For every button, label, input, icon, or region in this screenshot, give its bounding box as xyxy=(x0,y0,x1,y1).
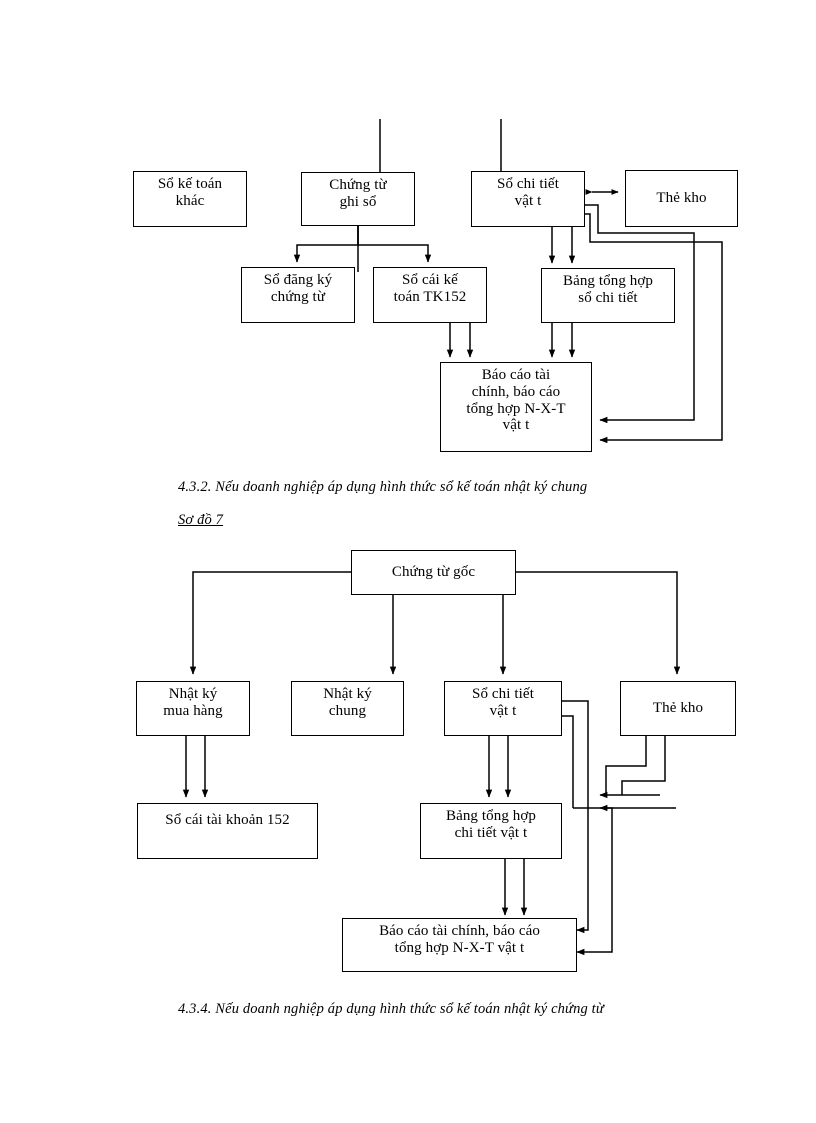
node-the-kho-1[interactable]: Thẻ kho xyxy=(625,170,738,227)
line-sct-right-2 xyxy=(562,715,574,808)
node-label: Sổ cái tài khoản 152 xyxy=(165,812,290,828)
node-the-kho-2[interactable]: Thẻ kho xyxy=(620,681,736,736)
feedback-loop-1 xyxy=(584,204,695,424)
node-label: Thẻ kho xyxy=(652,700,704,717)
arrow-ctg-to-the-kho xyxy=(516,571,681,675)
arrow-feedback-to-baocao-2 xyxy=(573,807,613,956)
caption-section-434: 4.3.4. Nếu doanh nghiệp áp dụng hình thứ… xyxy=(178,1001,604,1017)
line-sct-right-1 xyxy=(562,700,589,795)
node-chung-tu-goc[interactable]: Chứng từ gốc xyxy=(351,550,516,595)
arrow-feedback-to-baocao-1 xyxy=(576,795,589,934)
arrow-ctg-to-nhatky-muahang xyxy=(189,571,351,675)
caption-section-432: 4.3.2. Nếu doanh nghiệp áp dụng hình thứ… xyxy=(178,479,588,495)
node-so-cai-tai-khoan-152[interactable]: Sổ cái tài khoản 152 xyxy=(137,803,318,859)
line-thekho-leg-2 xyxy=(621,735,666,795)
node-label: Thẻ kho xyxy=(656,190,707,207)
feedback-loop-2 xyxy=(584,213,723,444)
line-thekho-leg-1 xyxy=(605,735,647,795)
node-label: Chứng từ gốc xyxy=(391,564,476,581)
caption-figure-so-do-7: Sơ đồ 7 xyxy=(178,512,224,528)
